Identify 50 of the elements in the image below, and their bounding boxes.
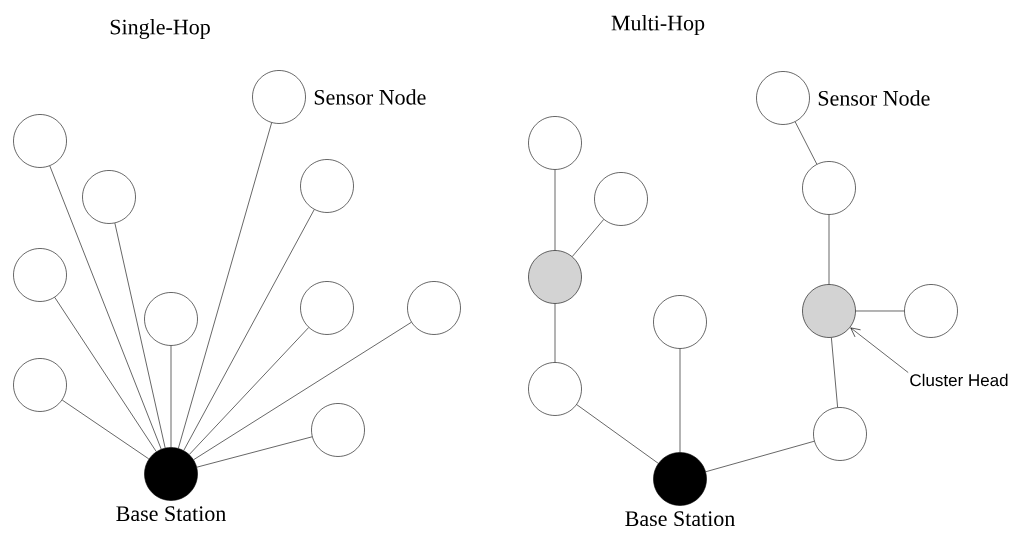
connection-line <box>705 440 815 473</box>
sensor-circle <box>813 407 867 461</box>
panel-title: Single-Hop <box>110 19 210 39</box>
connection-line <box>193 322 412 460</box>
sensor-circle <box>653 295 707 349</box>
sensor-circle <box>252 70 426 124</box>
sensor-circle <box>13 358 67 412</box>
arrow <box>850 327 909 373</box>
sensor-circle <box>300 281 354 335</box>
sensor-circle <box>13 114 67 168</box>
sensor-circle <box>300 159 354 213</box>
sensor-circle <box>802 161 856 215</box>
connection-line <box>196 436 313 468</box>
connection-line <box>576 404 659 464</box>
sensor-circle <box>528 116 582 170</box>
connection-line <box>828 214 830 285</box>
sensor-circle <box>82 170 136 224</box>
base-station: Base Station <box>116 447 226 522</box>
callout-text: Cluster Head <box>910 373 1008 387</box>
sensor-circle <box>144 292 198 346</box>
cluster-head-circle <box>528 250 582 304</box>
connection-line <box>183 209 315 451</box>
connection-line <box>554 303 556 363</box>
sensor-circle <box>904 284 958 338</box>
connection-line <box>794 121 818 165</box>
connection-line <box>178 122 272 449</box>
sensor-circle <box>528 362 582 416</box>
sensor-circle <box>756 71 930 125</box>
connection-line <box>54 297 157 452</box>
sensor-circle <box>407 281 461 335</box>
sensor-circle <box>594 172 648 226</box>
panel-title: Multi-Hop <box>611 15 705 35</box>
base-station: Base Station <box>625 452 735 527</box>
connection-line <box>572 219 604 257</box>
connection-line <box>855 310 905 312</box>
connection-line <box>189 327 309 455</box>
node-label: Base Station <box>116 506 226 522</box>
cluster-head-circle <box>802 284 856 338</box>
node-label: Base Station <box>625 511 735 527</box>
node-label: Sensor Node <box>314 89 426 105</box>
sensor-circle <box>311 403 365 457</box>
connection-line <box>170 345 172 448</box>
connection-line <box>554 169 556 251</box>
node-label: Sensor Node <box>818 90 930 106</box>
connection-line <box>679 348 681 453</box>
sensor-circle <box>13 248 67 302</box>
connection-line <box>61 399 150 460</box>
connection-line <box>114 222 166 449</box>
connection-line <box>831 337 838 408</box>
connection-line <box>49 165 162 450</box>
